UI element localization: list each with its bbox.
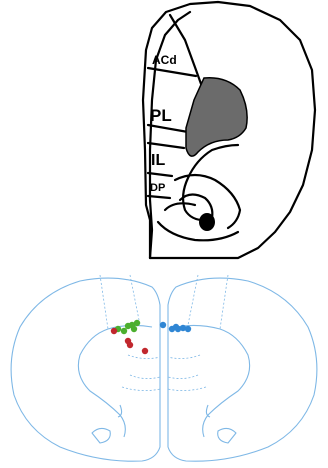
right-hemisphere-outline	[168, 278, 317, 461]
left-hemisphere-outline	[11, 278, 160, 461]
label-dp: DP	[150, 182, 165, 194]
red-marker	[111, 328, 117, 334]
label-il: IL	[151, 152, 165, 169]
label-acd: ACd	[152, 53, 177, 67]
midline-curve	[150, 12, 190, 258]
red-marker	[127, 342, 133, 348]
label-pl: PL	[150, 106, 172, 125]
top-hemisection-diagram: ACd PL IL DP	[0, 0, 328, 265]
blue-marker	[185, 326, 191, 332]
bottom-coronal-diagram	[0, 265, 328, 468]
green-marker	[131, 326, 137, 332]
blue-marker	[160, 322, 166, 328]
red-marker	[142, 348, 148, 354]
green-marker	[121, 328, 127, 334]
green-marker	[134, 320, 140, 326]
blue-marker	[173, 324, 179, 330]
anterior-commissure	[199, 213, 215, 231]
injection-markers	[111, 320, 191, 354]
